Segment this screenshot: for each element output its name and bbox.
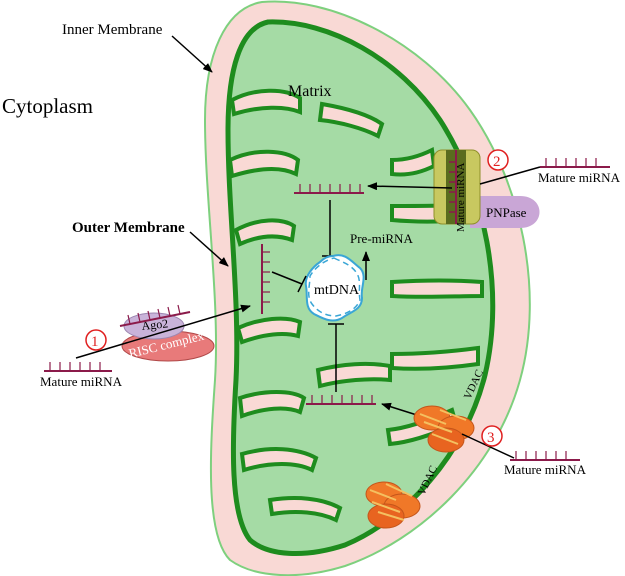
ago2-mirna [119,304,191,327]
pathway-2-number: 2 [493,154,501,170]
pathway-1-number: 1 [91,334,99,350]
pathway-1-badge [85,329,107,351]
pathway-3-badge [481,425,503,447]
inner-membrane-label: Inner Membrane [62,22,163,38]
mtdna-circle [304,254,365,322]
mature-mirna-label-1: Mature miRNA [40,374,123,389]
pathway-3-number: 3 [487,430,495,446]
cytoplasm-mirna-2 [540,158,610,168]
mature-mirna-label-3: Mature miRNA [504,462,587,477]
inhibit-line-left [271,271,303,285]
pre-mirna-label: Pre-miRNA [350,231,413,246]
matrix-mirna-bottom [306,395,376,405]
pnpase-protein [470,196,540,228]
mtdna-strand-2 [307,257,361,317]
outer-membrane-pointer [189,231,229,267]
uptake-line-2 [479,166,541,185]
membrane-mirna-left [261,244,270,314]
matrix-label: Matrix [288,83,332,100]
vdac-upper [413,405,475,453]
pnpase-label: PNPase [486,205,527,220]
import-arrow-2 [367,182,453,191]
channel-mirna-ticks [449,161,456,213]
vdac-lower [365,481,421,529]
mtdna-label: mtDNA [314,283,360,298]
matrix-mirna-top [294,184,364,194]
outer-membrane-label: Outer Membrane [72,220,185,236]
uptake-arrow-1 [75,304,251,359]
uptake-line-3 [461,433,515,459]
cytoplasm-mirna-3 [510,451,580,461]
pathway-2-badge [487,149,509,171]
import-arrow-3 [381,402,421,417]
inhibit-bar-left [297,275,307,293]
channel-mirna-label: Mature miRNA [455,163,467,232]
mature-mirna-label-2: Mature miRNA [538,170,621,185]
cytoplasm-mirna-1 [44,362,112,372]
cytoplasm-label: Cytoplasm [2,94,93,118]
inner-membrane-pointer [171,35,213,73]
